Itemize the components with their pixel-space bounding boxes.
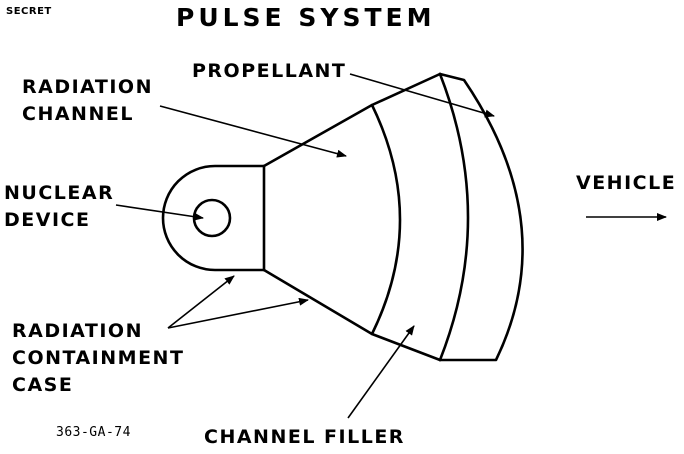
radiation-containment-case-label: RADIATION CONTAINMENT CASE [12, 320, 185, 396]
radiation-containment-case-outline [161, 164, 266, 272]
radiation-channel-label: RADIATION CHANNEL [22, 76, 153, 125]
radiation-channel-pointer [159, 105, 347, 158]
channel-filler-front-boundary [370, 103, 402, 336]
propellant-pointer [349, 73, 495, 118]
containment-pointer-lower [167, 297, 309, 329]
nuclear-device-label: NUCLEAR DEVICE [4, 182, 115, 231]
channel-filler-pointer [347, 325, 415, 419]
drawing-number: 363-GA-74 [56, 425, 131, 440]
propellant-rear-face [438, 72, 524, 362]
radiation-channel-lower-wall [262, 268, 442, 362]
vehicle-label: VEHICLE [576, 172, 677, 194]
radiation-channel-upper-wall [262, 72, 442, 168]
propellant-label: PROPELLANT [192, 60, 347, 82]
nuclear-device-pointer [115, 204, 204, 221]
classification-marking: SECRET [6, 6, 52, 17]
containment-pointer-upper [167, 275, 235, 329]
diagram-title: PULSE SYSTEM [176, 3, 436, 32]
propellant-front-boundary [438, 72, 470, 362]
channel-filler-label: CHANNEL FILLER [204, 426, 405, 448]
